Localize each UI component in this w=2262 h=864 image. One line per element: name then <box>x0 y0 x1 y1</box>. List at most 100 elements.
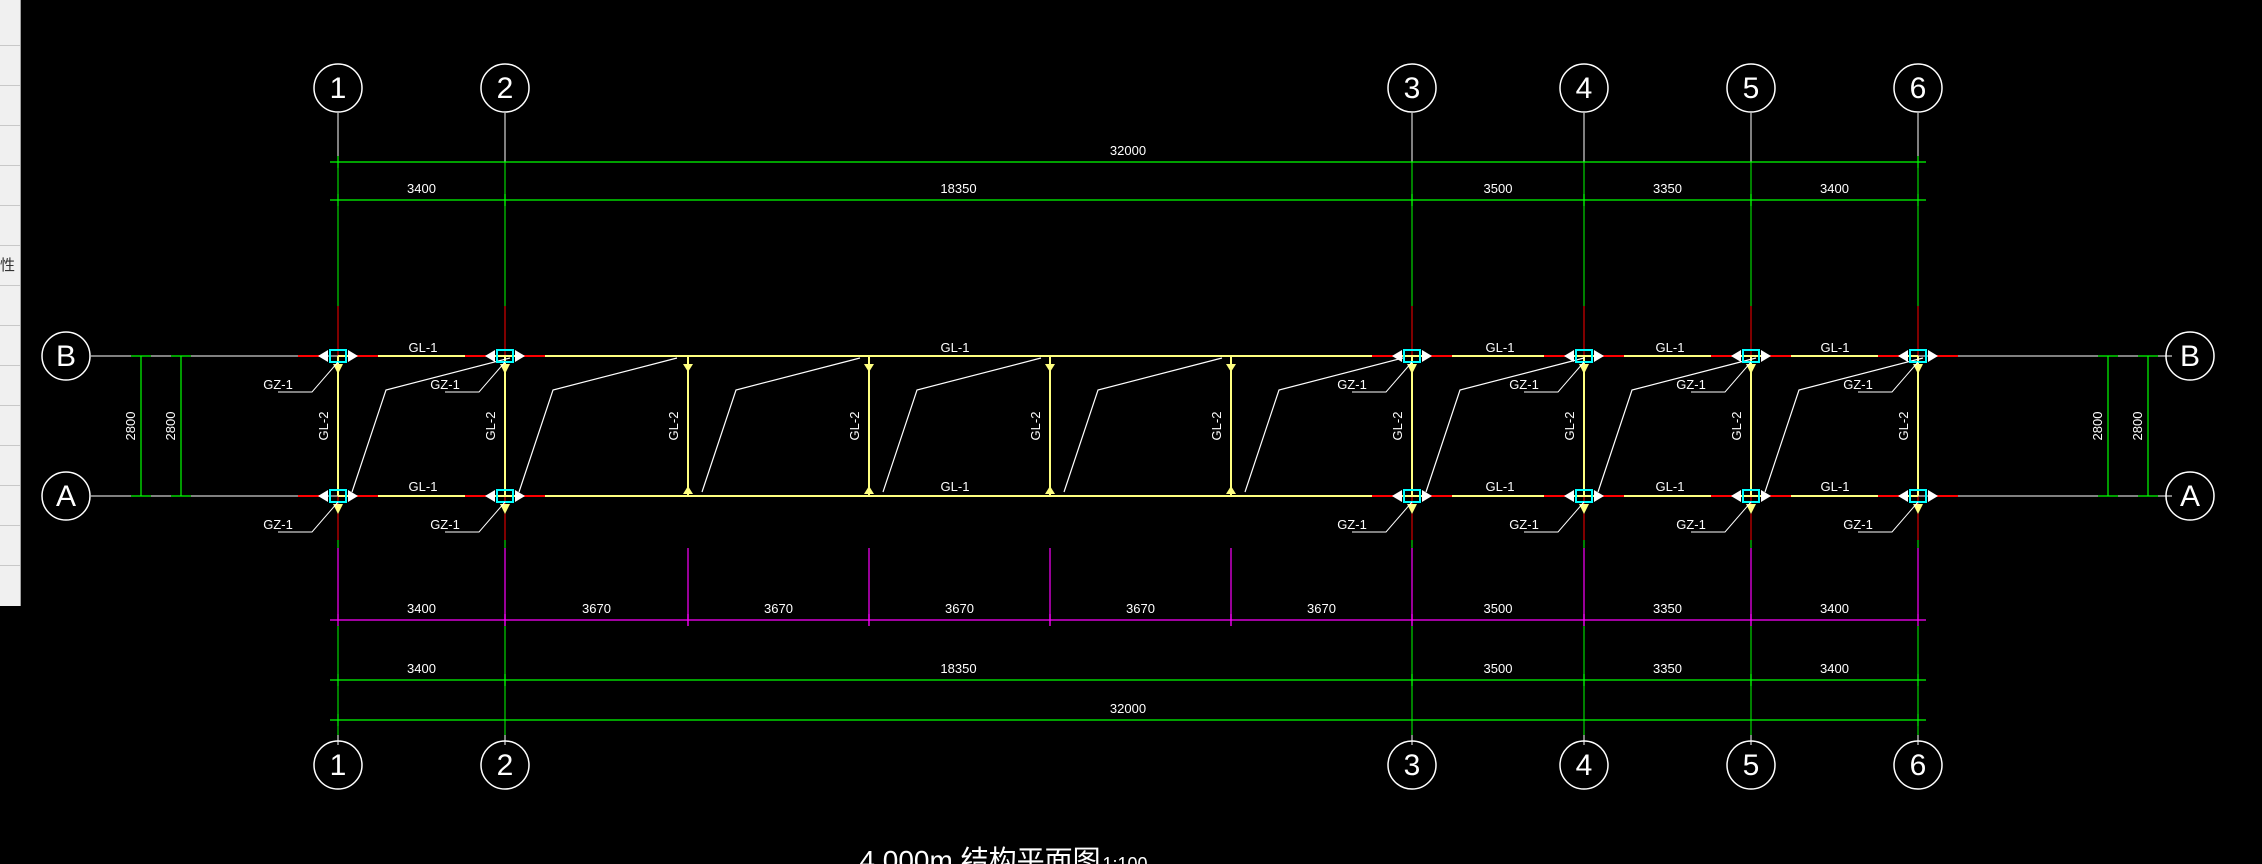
grid-bubble-label: 3 <box>1404 749 1421 782</box>
stair-line <box>701 357 861 493</box>
column-arrow <box>515 490 525 502</box>
panel-row-divider <box>0 565 20 566</box>
dimension-label-total: 32000 <box>1110 143 1146 158</box>
stair-line <box>1425 357 1585 493</box>
column-arrow <box>1579 364 1589 374</box>
gz1-leader <box>1858 361 1919 393</box>
gz1-leader <box>1524 501 1585 533</box>
dimension-label: 3350 <box>1653 601 1682 616</box>
column-gz1-label: GZ-1 <box>263 517 293 532</box>
gz1-leader <box>1352 501 1413 533</box>
dimension-label-total: 32000 <box>1110 701 1146 716</box>
panel-row-divider <box>0 485 20 486</box>
column-arrow <box>1898 350 1908 362</box>
side-dimension-label: 2800 <box>123 412 138 441</box>
panel-row-divider <box>0 525 20 526</box>
beam-arrow-marker <box>1226 364 1236 372</box>
dimension-label: 3400 <box>1820 601 1849 616</box>
column-arrow <box>1407 364 1417 374</box>
side-panel: 性 <box>0 0 21 606</box>
beam-gl2-label: GL-2 <box>847 412 862 441</box>
panel-row-divider <box>0 205 20 206</box>
gz1-leader <box>1524 361 1585 393</box>
stair-line <box>1597 357 1757 493</box>
column-arrow <box>500 364 510 374</box>
dimension-label: 3400 <box>407 661 436 676</box>
panel-row-divider <box>0 365 20 366</box>
beam-gl1-label: GL-1 <box>1821 340 1850 355</box>
gz1-leader <box>445 361 506 393</box>
grid-bubble-label: 4 <box>1576 72 1593 105</box>
side-dimension-label: 2800 <box>2090 412 2105 441</box>
dimension-label: 3670 <box>764 601 793 616</box>
column-arrow <box>1913 504 1923 514</box>
gz1-leader <box>278 501 339 533</box>
grid-bubble-1 <box>313 740 363 790</box>
column-arrow <box>1731 350 1741 362</box>
beam-gl1-label: GL-1 <box>1656 340 1685 355</box>
grid-bubble-label: 1 <box>330 72 347 105</box>
beam-gl2-label: GL-2 <box>1896 412 1911 441</box>
column-gz1-label: GZ-1 <box>1843 377 1873 392</box>
beam-gl2-label: GL-2 <box>1729 412 1744 441</box>
beam-arrow-marker <box>683 364 693 372</box>
beam-arrow-marker <box>1045 486 1055 494</box>
grid-bubble-label: 5 <box>1743 749 1760 782</box>
column-arrow <box>348 350 358 362</box>
column-gz1-label: GZ-1 <box>430 517 460 532</box>
grid-bubble-label: 3 <box>1404 72 1421 105</box>
drawing-scale: 1:100 <box>1102 854 1147 864</box>
dimension-label: 3500 <box>1484 661 1513 676</box>
dimension-label: 3400 <box>407 181 436 196</box>
beam-gl1-label: GL-1 <box>1821 479 1850 494</box>
grid-bubble-label: 5 <box>1743 72 1760 105</box>
grid-bubble-label: B <box>56 340 76 373</box>
dimension-label: 3400 <box>1820 661 1849 676</box>
beam-arrow-marker <box>1226 486 1236 494</box>
grid-bubble-A <box>41 471 91 521</box>
column-arrow <box>500 504 510 514</box>
column-arrow <box>1422 490 1432 502</box>
column-arrow <box>1579 504 1589 514</box>
dimension-label: 3350 <box>1653 661 1682 676</box>
grid-bubble-5 <box>1726 740 1776 790</box>
beam-gl2-label: GL-2 <box>1209 412 1224 441</box>
column-arrow <box>1407 504 1417 514</box>
stair-line <box>1764 357 1924 493</box>
column-arrow <box>1422 350 1432 362</box>
beam-gl2-label: GL-2 <box>666 412 681 441</box>
column-arrow <box>1913 364 1923 374</box>
beam-arrow-marker <box>683 486 693 494</box>
column-arrow <box>1594 350 1604 362</box>
column-arrow <box>485 490 495 502</box>
beam-gl2-label: GL-2 <box>483 412 498 441</box>
column-arrow <box>1564 490 1574 502</box>
column-arrow <box>318 350 328 362</box>
column-arrow <box>318 490 328 502</box>
column-arrow <box>1746 364 1756 374</box>
stair-line <box>1063 357 1223 493</box>
grid-bubble-2 <box>480 740 530 790</box>
beam-gl1-label: GL-1 <box>1656 479 1685 494</box>
panel-row-divider <box>0 85 20 86</box>
beam-gl2-label: GL-2 <box>1390 412 1405 441</box>
panel-row-divider <box>0 165 20 166</box>
beam-gl1-label: GL-1 <box>1486 340 1515 355</box>
column-arrow <box>348 490 358 502</box>
grid-bubble-6 <box>1893 740 1943 790</box>
gz1-leader <box>1691 501 1752 533</box>
column-gz1-label: GZ-1 <box>430 377 460 392</box>
grid-bubble-B <box>41 331 91 381</box>
column-arrow <box>1594 490 1604 502</box>
stair-line <box>882 357 1042 493</box>
grid-bubble-A <box>2165 471 2215 521</box>
gz1-leader <box>1352 361 1413 393</box>
panel-row-divider <box>0 245 20 246</box>
dimension-label: 3350 <box>1653 181 1682 196</box>
panel-row-divider <box>0 325 20 326</box>
column-gz1-label: GZ-1 <box>1337 517 1367 532</box>
side-panel-label: 性 <box>0 256 16 274</box>
beam-gl1-label: GL-1 <box>941 340 970 355</box>
grid-bubble-5 <box>1726 63 1776 113</box>
